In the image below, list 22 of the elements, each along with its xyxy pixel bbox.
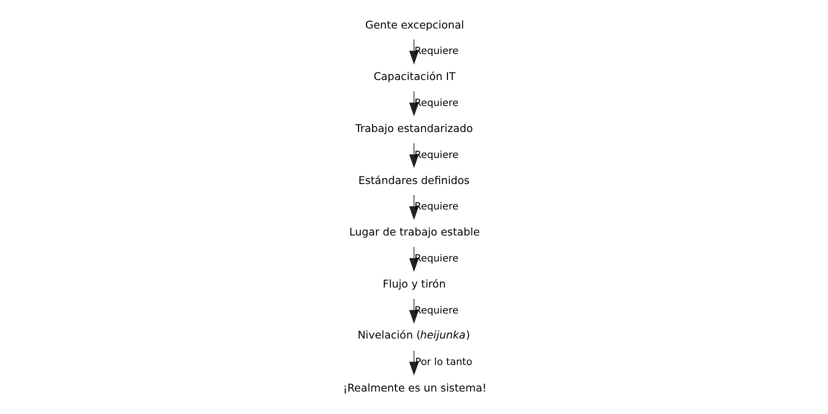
edge-label: Requiere (414, 202, 458, 213)
node-text: Trabajo estandarizado (355, 122, 473, 136)
arrow (409, 246, 419, 272)
arrow (409, 39, 419, 64)
arrow (409, 142, 419, 168)
node-text: Capacitación IT (374, 70, 456, 84)
edge-label: Requiere (414, 46, 458, 58)
edge-label: Requiere (414, 98, 458, 109)
edge-label: Por lo tanto (415, 357, 472, 368)
arrow (409, 350, 419, 376)
node-text: Nivelación (heijunka) (358, 328, 470, 342)
node-text: Flujo y tirón (382, 278, 446, 291)
arrow (409, 194, 419, 220)
node-text: Estándares definidos (358, 174, 470, 187)
node-text: Lugar de trabajo estable (349, 226, 480, 239)
node-text: Gente excepcional (365, 18, 464, 32)
edge-label: Requiere (414, 305, 458, 316)
edge-label: Requiere (414, 150, 458, 161)
arrow (409, 91, 419, 116)
edge-label: Requiere (414, 253, 458, 264)
node-text: ¡Realmente es un sistema! (343, 381, 487, 394)
arrow (409, 298, 419, 324)
